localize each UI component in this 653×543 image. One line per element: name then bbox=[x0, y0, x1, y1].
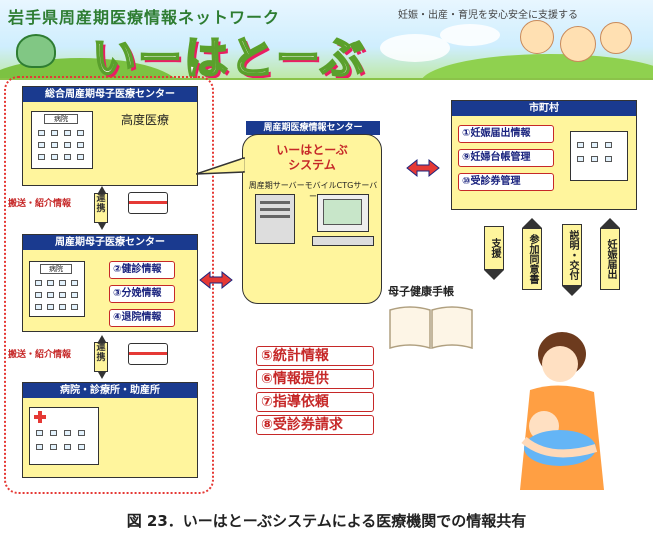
server-label: 周産期サーバーモバイルCTGサーバー bbox=[248, 181, 378, 201]
cooperation-label: 連携 bbox=[94, 342, 108, 372]
system-name-line1: いーはとーぶ bbox=[276, 143, 348, 157]
hill-decoration bbox=[420, 54, 653, 78]
clinic-building-icon bbox=[29, 407, 99, 465]
consent-arrow: 参加同意書 bbox=[522, 228, 542, 290]
information-provision: ⑥情報提供 bbox=[256, 369, 374, 389]
server-icon bbox=[255, 194, 295, 244]
support-arrow: 支援 bbox=[484, 226, 504, 270]
city-hall-icon bbox=[570, 131, 628, 181]
banner-subtitle: 妊娠・出産・育児を安心安全に支援する bbox=[398, 10, 578, 21]
ambulance-icon bbox=[128, 343, 168, 365]
center-header: 周産期医療情報センター bbox=[246, 121, 380, 135]
maternal-handbook-label: 母子健康手帳 bbox=[388, 285, 454, 298]
hospital-sign: 病院 bbox=[40, 264, 72, 274]
down-arrow-icon bbox=[98, 223, 106, 230]
clinic-header: 病院・診療所・助産所 bbox=[23, 383, 197, 398]
pregnancy-registry: ⑨妊婦台帳管理 bbox=[458, 149, 554, 167]
system-name-line2: システム bbox=[288, 158, 336, 172]
logo: いーはとーぶ bbox=[91, 32, 367, 80]
general-perinatal-center: 総合周産期母子医療センター 病院 高度医療 bbox=[22, 86, 198, 186]
monitor-icon bbox=[317, 194, 369, 232]
up-arrow-icon bbox=[98, 186, 106, 193]
up-arrow-icon bbox=[522, 218, 542, 228]
baby-face-icon bbox=[560, 26, 596, 62]
cloud-decoration bbox=[440, 24, 500, 46]
delivery-info: ③分娩情報 bbox=[109, 285, 175, 303]
municipality-header: 市町村 bbox=[452, 101, 636, 116]
municipality-box: 市町村 ①妊娠届出情報 ⑨妊婦台帳管理 ⑩受診券管理 bbox=[451, 100, 637, 210]
explanation-arrow: 説明・交付 bbox=[562, 224, 582, 286]
mascot-icon bbox=[16, 34, 56, 68]
figure-caption: 図 23．いーはとーぶシステムによる医療機関での情報共有 bbox=[126, 512, 527, 530]
speech-bubble-tail bbox=[196, 156, 245, 175]
regional-center-header: 周産期母子医療センター bbox=[23, 235, 197, 250]
medical-institutions-frame bbox=[4, 76, 214, 494]
ambulance-icon bbox=[128, 192, 168, 214]
transfer-label: 搬送・紹介情報 bbox=[8, 199, 72, 209]
down-arrow-icon bbox=[484, 270, 504, 280]
transfer-label: 搬送・紹介情報 bbox=[8, 350, 72, 360]
banner-title: 岩手県周産期医療情報ネットワーク bbox=[8, 8, 281, 27]
header-banner: 岩手県周産期医療情報ネットワーク 妊娠・出産・育児を安心安全に支援する いーはと… bbox=[0, 0, 653, 80]
up-arrow-icon bbox=[600, 218, 620, 228]
advanced-care-label: 高度医療 bbox=[121, 113, 170, 127]
down-arrow-icon bbox=[98, 372, 106, 379]
checkup-info: ②健診情報 bbox=[109, 261, 175, 279]
pregnancy-report-info: ①妊娠届出情報 bbox=[458, 125, 554, 143]
bidirectional-arrow-icon bbox=[199, 270, 233, 290]
keyboard-icon bbox=[312, 236, 374, 246]
baby-face-icon bbox=[600, 22, 632, 54]
hospital-building-icon: 病院 bbox=[29, 261, 85, 317]
voucher-claim: ⑧受診券請求 bbox=[256, 415, 374, 435]
cloud-decoration bbox=[380, 34, 450, 62]
red-cross-icon bbox=[34, 411, 46, 423]
pregnancy-report-arrow: 妊娠届出 bbox=[600, 228, 620, 290]
open-book-icon bbox=[389, 306, 473, 350]
hospital-sign: 病院 bbox=[44, 114, 78, 124]
baby-face-icon bbox=[520, 20, 554, 54]
system-name: いーはとーぶ システム bbox=[242, 143, 382, 173]
up-arrow-icon bbox=[98, 335, 106, 342]
mother-and-baby-illustration bbox=[520, 332, 604, 490]
bidirectional-arrow-icon bbox=[406, 158, 440, 178]
general-center-header: 総合周産期母子医療センター bbox=[23, 87, 197, 102]
clinics-midwifery: 病院・診療所・助産所 bbox=[22, 382, 198, 478]
cooperation-label: 連携 bbox=[94, 193, 108, 223]
hospital-building-icon: 病院 bbox=[31, 111, 93, 169]
guidance-request: ⑦指導依頼 bbox=[256, 392, 374, 412]
discharge-info: ④退院情報 bbox=[109, 309, 175, 327]
down-arrow-icon bbox=[562, 286, 582, 296]
regional-perinatal-center: 周産期母子医療センター 病院 ②健診情報 ③分娩情報 ④退院情報 bbox=[22, 234, 198, 332]
statistics-info: ⑤統計情報 bbox=[256, 346, 374, 366]
voucher-management: ⑩受診券管理 bbox=[458, 173, 554, 191]
